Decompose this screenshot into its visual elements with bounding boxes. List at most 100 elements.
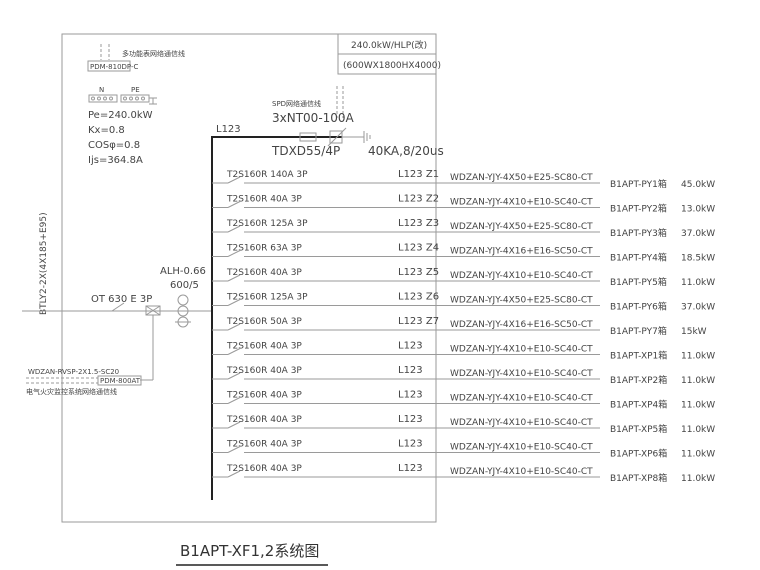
circuit-phase: L123 Z7 [398, 316, 439, 327]
circuit-phase: L123 [398, 390, 423, 401]
circuit-cable: WDZAN-YJY-4X16+E16-SC50-CT [450, 247, 593, 257]
circuit-power: 11.0kW [681, 450, 715, 460]
spd-fuse: 3xNT00-100A [272, 111, 355, 125]
circuit-power: 11.0kW [681, 401, 715, 411]
spd-fuse-box [299, 132, 317, 142]
pdm-bottom-label: PDM-800AT [100, 377, 141, 385]
circuit-breaker-label: T2S160R 40A 3P [226, 440, 302, 450]
spec-size: (600WX1800HX4000) [343, 61, 441, 71]
circuit-breaker-label: T2S160R 50A 3P [226, 317, 302, 327]
circuit-power: 13.0kW [681, 205, 715, 215]
circuit-phase: L123 Z5 [398, 267, 439, 278]
circuit-power: 37.0kW [681, 303, 715, 313]
circuit-breaker-label: T2S160R 40A 3P [226, 366, 302, 376]
circuit-breaker-label: T2S160R 63A 3P [226, 244, 302, 254]
main-breaker-x2 [145, 305, 161, 316]
circuit-cable: WDZAN-YJY-4X10+E10-SC40-CT [450, 394, 593, 404]
pe-label: PE [131, 86, 140, 94]
circuit-breaker-blade [227, 299, 241, 306]
circuit-load: B1APT-XP2箱 [610, 374, 667, 386]
circuit-power: 18.5kW [681, 254, 715, 264]
circuit-breaker-blade [227, 372, 241, 380]
circuit-phase: L123 Z4 [398, 243, 439, 254]
circuit-breaker-label: T2S160R 125A 3P [226, 219, 308, 229]
circuit-phase: L123 Z3 [398, 218, 439, 229]
circuit-cable: WDZAN-YJY-4X10+E10-SC40-CT [450, 467, 593, 477]
circuit-phase: L123 [398, 463, 423, 474]
circuit-breaker-blade [227, 250, 241, 257]
bus-label: L123 [216, 124, 241, 135]
n-terminal [88, 94, 118, 103]
circuit-load: B1APT-XP1箱 [610, 350, 667, 362]
circuit-power: 11.0kW [681, 352, 715, 362]
fire-label: 电气火灾监控系统网络通信线 [26, 387, 117, 396]
circuit-breaker-blade [227, 176, 241, 184]
circuit-breaker-blade [227, 421, 241, 429]
circuit-cable: WDZAN-YJY-4X50+E25-SC80-CT [450, 173, 593, 183]
circuit-phase: L123 [398, 414, 423, 425]
circuit-phase: L123 [398, 439, 423, 450]
circuit-breaker-blade [227, 274, 241, 282]
circuit-breaker-blade [227, 397, 241, 404]
circuit-breaker-label: T2S160R 40A 3P [226, 415, 302, 425]
circuit-cable: WDZAN-YJY-4X50+E25-SC80-CT [450, 222, 593, 232]
circuit-power: 37.0kW [681, 229, 715, 239]
circuit-power: 45.0kW [681, 180, 715, 190]
circuit-power: 11.0kW [681, 376, 715, 386]
circuit-power: 11.0kW [681, 425, 715, 435]
circuit-cable: WDZAN-YJY-4X10+E10-SC40-CT [450, 198, 593, 208]
spd-title: SPD网络通信线 [272, 99, 321, 108]
circuit-breaker-label: T2S160R 40A 3P [226, 195, 302, 205]
ct-circle-2 [177, 305, 189, 317]
spd-device-diag [327, 127, 347, 147]
circuit-breaker-label: T2S160R 40A 3P [226, 268, 302, 278]
spd-model: TDXD55/4P [271, 144, 340, 158]
circuit-breaker-label: T2S160R 125A 3P [226, 293, 308, 303]
circuit-breaker-blade [227, 348, 241, 355]
terminal-dots [91, 96, 145, 101]
ct-circle-1 [177, 294, 189, 306]
circuit-load: B1APT-XP4箱 [610, 399, 667, 411]
fire-cable: WDZAN-RVSP-2X1.5-SC20 [28, 368, 119, 376]
pdm-bottom-box [97, 375, 142, 386]
pdm-top-box [87, 60, 131, 72]
spec-power: 240.0kW/HLP(改) [351, 39, 427, 51]
spd-rating: 40KA,8/20us [368, 144, 444, 158]
pdm-top-label: PDM-810DP-C [90, 63, 139, 71]
circuit-load: B1APT-PY6箱 [610, 301, 667, 313]
circuit-breaker-blade [227, 323, 241, 331]
circuit-load: B1APT-XP5箱 [610, 423, 667, 435]
circuit-cable: WDZAN-YJY-4X10+E10-SC40-CT [450, 345, 593, 355]
circuit-phase: L123 Z6 [398, 292, 439, 303]
circuit-load: B1APT-PY1箱 [610, 178, 667, 190]
circuit-cable: WDZAN-YJY-4X50+E25-SC80-CT [450, 296, 593, 306]
panel-frame [61, 33, 437, 523]
n-label: N [99, 86, 104, 94]
circuit-load: B1APT-PY2箱 [610, 203, 667, 215]
ijs-value: Ijs=364.8A [88, 155, 143, 166]
ct-ratio: 600/5 [170, 280, 199, 291]
kx-value: Kx=0.8 [88, 125, 125, 136]
circuit-cable: WDZAN-YJY-4X10+E10-SC40-CT [450, 369, 593, 379]
circuit-breaker-label: T2S160R 140A 3P [226, 170, 308, 180]
circuit-load: B1APT-XP8箱 [610, 472, 667, 484]
circuit-load: B1APT-PY5箱 [610, 276, 667, 288]
pe-value: Pe=240.0kW [88, 110, 153, 121]
circuit-breaker-label: T2S160R 40A 3P [226, 464, 302, 474]
diagram-title: B1APT-XF1,2系统图 [180, 542, 319, 560]
circuit-power: 15kW [681, 327, 707, 337]
circuit-breaker-blade [227, 225, 241, 233]
circuit-phase: L123 Z2 [398, 194, 439, 205]
comm-label: 多功能表网络通信线 [122, 49, 185, 58]
circuit-power: 11.0kW [681, 278, 715, 288]
circuit-cable: WDZAN-YJY-4X16+E16-SC50-CT [450, 320, 593, 330]
cos-value: COSφ=0.8 [88, 140, 140, 151]
circuit-load: B1APT-PY4箱 [610, 252, 667, 264]
circuit-breaker-blade [227, 470, 241, 478]
circuit-breaker-blade [227, 446, 241, 453]
circuit-phase: L123 [398, 341, 423, 352]
circuit-load: B1APT-PY3箱 [610, 227, 667, 239]
circuit-cable: WDZAN-YJY-4X10+E10-SC40-CT [450, 443, 593, 453]
